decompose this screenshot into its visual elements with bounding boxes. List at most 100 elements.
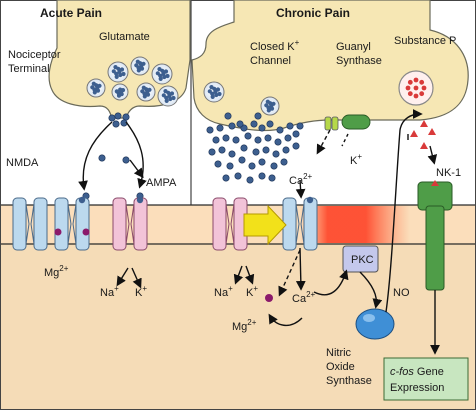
substance-p-molecule xyxy=(420,142,428,149)
glutamate-label: Glutamate xyxy=(99,31,150,43)
gene-label-line2: Expression xyxy=(390,382,444,394)
glutamate-molecule xyxy=(264,103,269,108)
channel-subunit-right xyxy=(133,197,148,251)
glutamate-molecule xyxy=(226,162,234,170)
na-left-label: Na+ xyxy=(100,284,119,299)
vesicle xyxy=(136,82,156,102)
mg-ion-left-2 xyxy=(54,228,62,236)
glutamate-molecule xyxy=(236,120,244,128)
glutamate-molecule xyxy=(163,69,169,74)
glutamate-molecule xyxy=(252,148,260,156)
glutamate-molecule xyxy=(108,114,116,122)
glutamate-molecule xyxy=(272,150,280,158)
glutamate-molecule xyxy=(207,89,212,94)
terminal-body xyxy=(191,0,469,132)
glutamate-molecule xyxy=(118,72,123,78)
glutamate-molecule xyxy=(248,162,256,170)
bound-glutamate xyxy=(78,196,86,204)
arrows xyxy=(78,109,440,355)
vesicle xyxy=(111,83,129,101)
glutamate-molecule xyxy=(224,112,232,120)
vesicle xyxy=(107,61,129,83)
glutamate-molecule xyxy=(269,106,275,111)
na-right-label: Na+ xyxy=(214,284,233,299)
vesicle xyxy=(86,78,106,98)
channel-subunit-right xyxy=(303,197,318,251)
glutamate-molecule xyxy=(280,158,288,166)
channel-pore-edge xyxy=(125,203,130,245)
glutamate-molecule xyxy=(282,146,290,154)
mg-left-label: Mg2+ xyxy=(44,264,69,279)
nitric-oxide-synthase-enzyme xyxy=(355,308,395,340)
channel-pore-edge xyxy=(67,203,72,245)
glutamate-molecule xyxy=(266,108,271,113)
nk1-receptor xyxy=(417,180,453,291)
glutamate-molecule xyxy=(208,148,216,156)
glutamate-molecule xyxy=(266,120,274,128)
glutamate-molecule xyxy=(209,85,214,90)
mg-right-label: Mg2+ xyxy=(232,318,257,333)
acute-pain-title: Acute Pain xyxy=(40,6,102,20)
guanyl-label-line1: Guanyl xyxy=(336,41,371,53)
glutamate-molecule xyxy=(141,85,146,90)
glutamate-molecule xyxy=(113,65,118,70)
released-glutamate-right xyxy=(206,112,304,184)
glutamate-molecule xyxy=(114,112,122,120)
bound-glutamate xyxy=(136,196,144,204)
substance-p-label: Substance P xyxy=(394,35,456,47)
channel-pore-edge xyxy=(25,203,30,245)
nmda-label: NMDA xyxy=(6,157,39,169)
glutamate-molecule xyxy=(210,94,215,99)
glutamate-molecule xyxy=(119,67,125,72)
glutamate-molecule xyxy=(134,63,139,68)
channel-pore-edge xyxy=(130,203,135,245)
k-out-label: K+ xyxy=(350,152,362,167)
glutamate-molecule xyxy=(161,93,166,98)
glutamate-molecule xyxy=(92,90,97,95)
glutamate-molecule xyxy=(141,61,146,66)
released-glutamate-left xyxy=(82,112,144,200)
nk1-label: NK-1 xyxy=(436,167,461,179)
glutamate-molecule xyxy=(97,83,102,88)
nmda-receptor-1 xyxy=(12,197,48,251)
substance-p-molecule xyxy=(407,91,413,97)
substance-p-molecule xyxy=(413,93,419,99)
channel-pore-edge xyxy=(230,203,235,245)
glutamate-molecule xyxy=(157,67,162,72)
guanyl-label-line2: Synthase xyxy=(336,55,382,67)
glutamate-molecule xyxy=(268,174,276,182)
glutamate-molecule xyxy=(136,68,141,73)
glutamate-molecule xyxy=(111,69,116,74)
glutamate-molecule xyxy=(120,88,126,93)
glutamate-molecule xyxy=(254,112,262,120)
substance-p-molecule xyxy=(407,79,413,85)
glutamate-molecule xyxy=(274,138,282,146)
glutamate-molecule xyxy=(276,126,284,134)
pkc-label: PKC xyxy=(351,254,374,266)
mg-ion-left-1 xyxy=(82,228,90,236)
nos-label-line2: Oxide xyxy=(326,361,355,373)
glutamate-molecule xyxy=(292,142,300,150)
glutamate-molecule xyxy=(168,96,173,102)
released-substance-p xyxy=(410,120,436,149)
bound-glutamate xyxy=(306,196,314,204)
glutamate-molecule xyxy=(216,124,224,132)
glutamate-molecule xyxy=(258,158,266,166)
glutamate-molecule xyxy=(206,126,214,134)
glutamate-molecule xyxy=(286,122,294,130)
glutamate-vesicles-right xyxy=(203,81,280,116)
glutamate-molecule xyxy=(169,91,175,96)
chronic-pain-title: Chronic Pain xyxy=(276,6,350,20)
nos-label-line3: Synthase xyxy=(326,375,372,387)
ca-bottom-label: Ca2+ xyxy=(292,290,316,305)
substance-p-molecule xyxy=(419,79,425,85)
substance-p-vesicle xyxy=(398,70,434,106)
channel-pore-edge xyxy=(300,203,305,245)
ampa-receptor-right xyxy=(212,197,248,251)
right-presynaptic-terminal xyxy=(191,0,469,132)
glutamate-molecule xyxy=(244,132,252,140)
nmda-receptor-2 xyxy=(54,196,90,251)
glutamate-molecule xyxy=(140,89,145,94)
glutamate-molecule xyxy=(145,92,151,97)
vesicle xyxy=(130,56,150,76)
